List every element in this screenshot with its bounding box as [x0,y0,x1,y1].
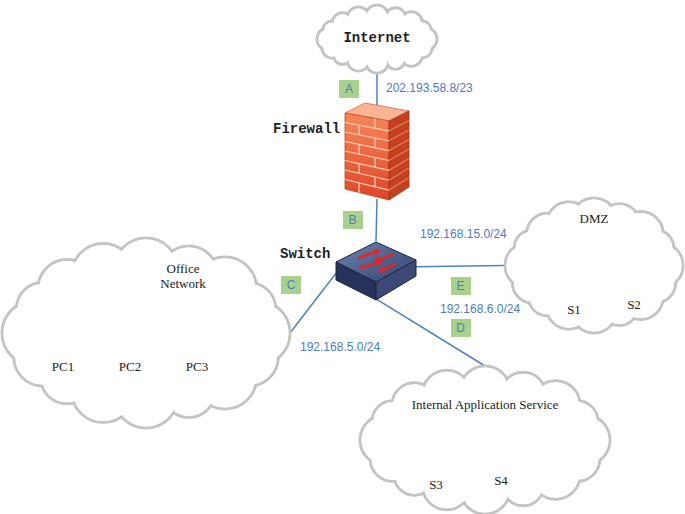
firewall-shape-part-part [374,118,375,128]
link-tag: A [339,80,359,98]
firewall-shape-part-part [358,164,359,174]
switch-shape-part-part [358,251,378,258]
device-label: PC3 [164,360,230,375]
device-label: S1 [553,303,595,318]
switch-shape-part-part [380,264,396,271]
subnet-address: 192.168.6.0/24 [440,302,520,316]
device-label: S4 [480,474,522,489]
switch-shape-part [358,251,396,271]
node-title: Office Network [152,262,214,292]
firewall-shape-part-part [389,130,409,141]
dmz-cloud: S1 S2 DMZ [505,198,683,333]
cloud-shape [2,238,290,428]
switch-icon: Switch [336,238,416,302]
firewall-shape-part-part [374,177,375,187]
node-title: DMZ [505,212,683,227]
firewall-shape-part-part [345,151,389,161]
cloud-outline [505,198,683,333]
firewall-shape-part-part [358,125,359,135]
firewall-shape-part-part [345,170,389,180]
connector-group [290,73,505,366]
subnet-address: 192.168.15.0/24 [420,227,507,241]
cloud-outline [317,5,437,73]
firewall-shape-part-part [345,161,389,171]
cloud-outline [2,238,290,428]
firewall-shape [345,103,409,200]
subnet-address: 192.168.5.0/24 [300,340,380,354]
firewall-shape-part [345,113,389,200]
firewall-icon: Firewall [345,103,409,200]
firewall-shape-part [389,111,409,200]
cloud-fill-part [34,270,257,395]
firewall-shape-part-part [389,178,409,191]
link-tag: D [451,319,471,337]
firewall-shape-part-part [389,159,409,171]
firewall-shape-part [345,118,409,192]
node-title: Internet [317,30,437,46]
firewall-shape-part-part [345,132,389,141]
device-label: S3 [415,478,457,493]
office-network-cloud: PC1PC2PC3 Office Network [2,238,290,428]
node-title: Internal Application Service [360,398,610,413]
cloud-shape [360,366,610,514]
firewall-shape-part-part [389,121,409,131]
firewall-shape-part-part [358,183,359,193]
internet-cloud: Internet [317,5,437,73]
node-title: Switch [280,246,330,262]
firewall-shape-part-part [389,168,409,180]
switch-shape [336,238,416,302]
link-tag: B [343,211,363,229]
link-line [416,266,505,267]
link-tag: C [281,276,301,294]
internal-service-cloud: S3 S4 Internal Application Service [360,366,610,514]
device-label: S2 [613,298,655,313]
firewall-shape-part-part [345,142,389,151]
device-label: PC2 [97,360,163,375]
firewall-shape-part-part [358,144,359,154]
firewall-shape-part-part [345,123,389,131]
switch-shape-part-part [360,262,380,268]
link-line [376,199,377,241]
firewall-shape-part-part [345,180,389,191]
cloud-fill [4,240,289,427]
node-title: Firewall [273,121,340,137]
switch-shape-part [336,242,416,282]
cloud-fill [362,368,609,513]
firewall-shape-part-part [389,149,409,161]
link-tag: E [451,277,471,295]
subnet-address: 202.193.58.8/23 [386,81,473,95]
firewall-shape-part-part [389,140,409,151]
link-line [376,73,378,106]
firewall-shape-part-part [374,157,375,167]
device-label: PC1 [30,360,96,375]
switch-shape-part-part [376,254,394,261]
cloud-outline [360,366,610,514]
cloud-fill-part [528,221,660,310]
firewall-shape-part-part [374,138,375,148]
